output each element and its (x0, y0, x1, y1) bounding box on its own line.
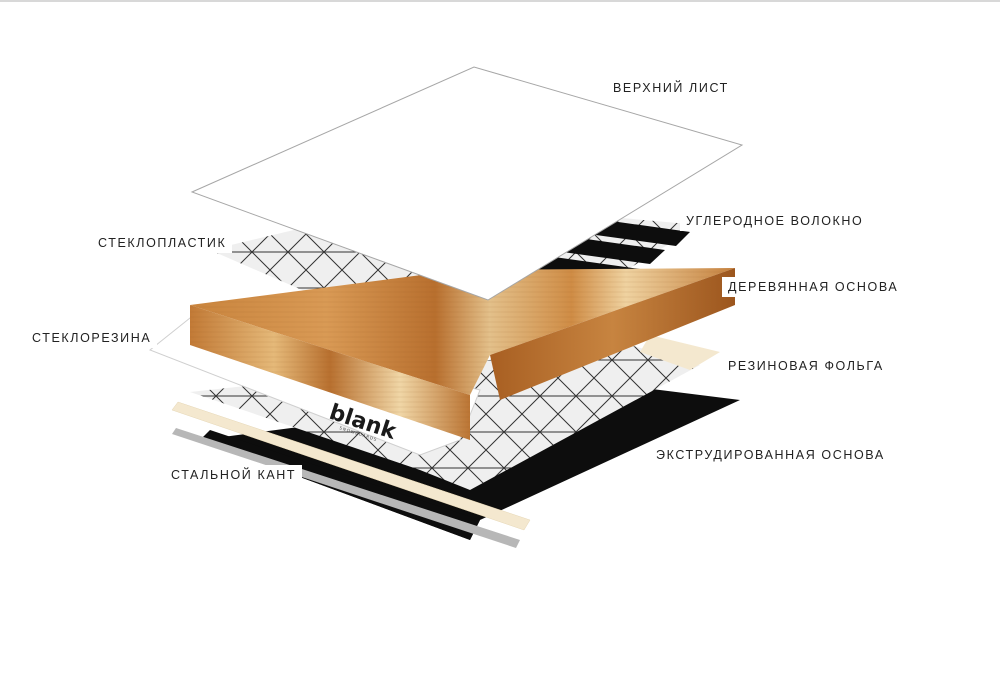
steel-edge-layer (172, 428, 520, 548)
label-glass-rubber: СТЕКЛОРЕЗИНА (26, 328, 158, 348)
label-wood-core: ДЕРЕВЯННАЯ ОСНОВА (722, 277, 905, 297)
label-carbon-fiber: УГЛЕРОДНОЕ ВОЛОКНО (680, 211, 870, 231)
label-fiberglass: СТЕКЛОПЛАСТИК (92, 233, 233, 253)
label-top-sheet: ВЕРХНИЙ ЛИСТ (607, 78, 735, 98)
label-extruded-base: ЭКСТРУДИРОВАННАЯ ОСНОВА (650, 445, 891, 465)
label-rubber-foil: РЕЗИНОВАЯ ФОЛЬГА (722, 356, 890, 376)
rubber-foil-layer (640, 335, 720, 370)
top-sheet-layer (190, 66, 744, 301)
label-steel-edge: СТАЛЬНОЙ КАНТ (165, 465, 303, 485)
wood-core-layer (190, 268, 735, 440)
rubber-foil-strip (171, 401, 531, 531)
